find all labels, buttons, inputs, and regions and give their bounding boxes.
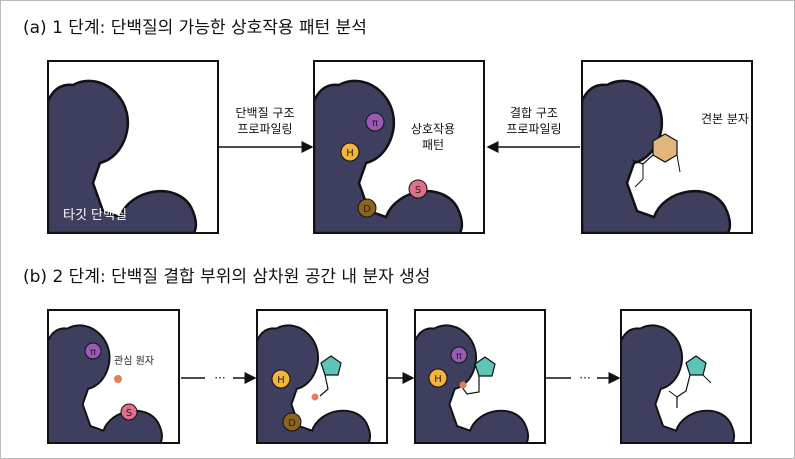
residue-pi: π: [372, 118, 378, 129]
atom-label: 관심 원자: [114, 355, 154, 367]
arrow2-label-2: 프로파일링: [506, 122, 561, 136]
residue-h: H: [277, 375, 285, 386]
arrow1-label-1: 단백질 구조: [235, 106, 294, 120]
residue-d: D: [363, 204, 371, 215]
residue-h: H: [434, 374, 442, 385]
panel-sample-molecule: 견본 분자: [581, 60, 753, 234]
pattern-label-1: 상호작용: [411, 122, 455, 136]
panel-b1: π S 관심 원자: [47, 309, 180, 444]
section-b-title: (b) 2 단계: 단백질 결합 부위의 삼차원 공간 내 분자 생성: [23, 267, 430, 287]
residue-pi: π: [90, 347, 96, 358]
panel-b2: H D: [256, 309, 388, 444]
panel-b4: [620, 309, 752, 444]
atom-of-interest: [114, 375, 122, 383]
panel-target-protein: 타깃 단백질: [47, 60, 219, 234]
section-a-title: (a) 1 단계: 단백질의 가능한 상호작용 패턴 분석: [23, 18, 367, 38]
residue-d: D: [288, 418, 296, 429]
target-protein-label: 타깃 단백질: [63, 208, 127, 223]
arrow2-label-1: 결합 구조: [510, 106, 558, 120]
pattern-label-2: 패턴: [422, 138, 444, 152]
panel-b3: π H: [414, 309, 546, 444]
residue-h: H: [346, 148, 354, 159]
ellipsis: ···: [579, 371, 590, 385]
residue-pi: π: [456, 351, 462, 362]
arrow1-label-2: 프로파일링: [237, 122, 292, 136]
hexagon-molecule: [652, 133, 678, 163]
residue-s: S: [126, 408, 132, 419]
pentagon-molecule: [320, 355, 342, 376]
residue-s: S: [415, 185, 421, 196]
sample-molecule-label: 견본 분자: [701, 112, 749, 126]
panel-interaction-pattern: π H S D 상호작용 패턴: [313, 60, 485, 234]
ellipsis: ···: [214, 371, 225, 385]
